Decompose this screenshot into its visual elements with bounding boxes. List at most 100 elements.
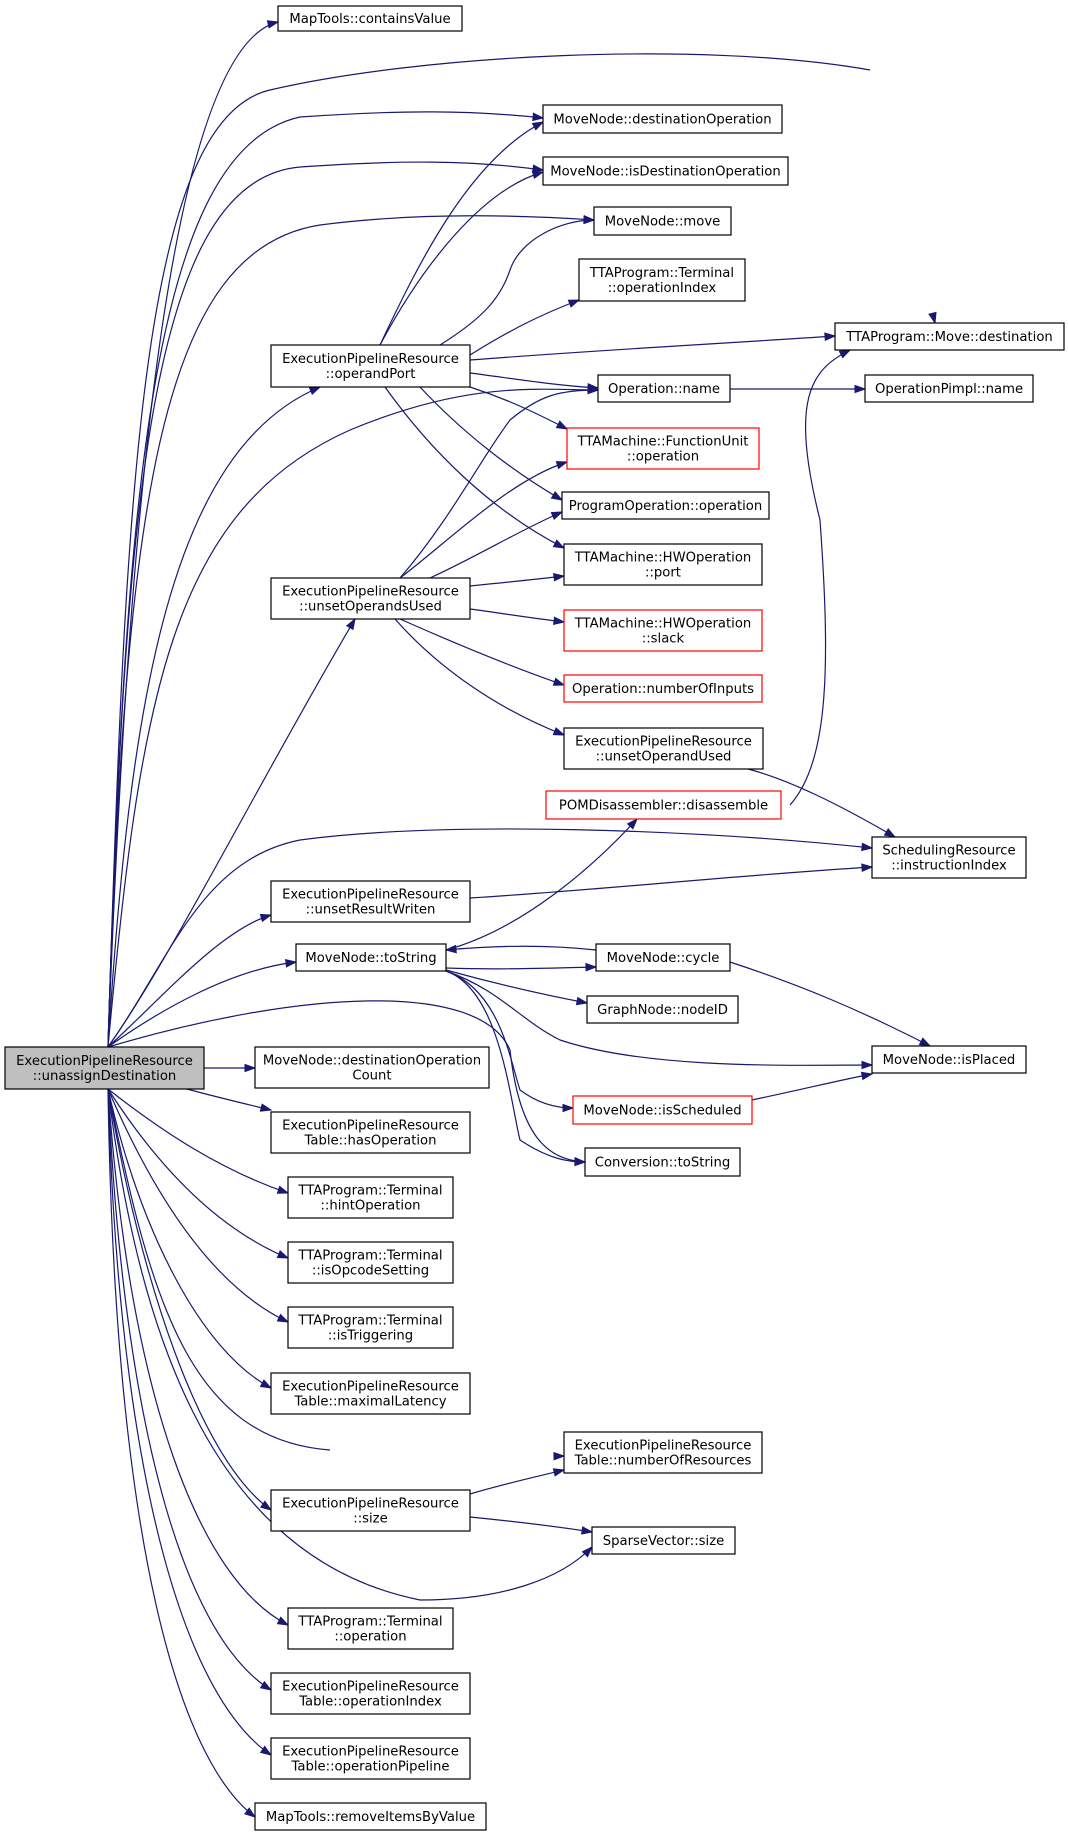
- arrowhead-icon: [550, 511, 564, 521]
- node-label: TTAMachine::HWOperation: [574, 551, 752, 566]
- node-label: MoveNode::cycle: [607, 951, 720, 966]
- node-box[interactable]: [578, 258, 746, 302]
- arrowhead-icon: [259, 913, 273, 923]
- node-is-opcode-setting[interactable]: TTAProgram::Terminal::isOpcodeSetting: [287, 1241, 454, 1284]
- node-is-dest-op[interactable]: MoveNode::isDestinationOperation: [542, 156, 789, 186]
- node-hint-operation[interactable]: TTAProgram::Terminal::hintOperation: [287, 1176, 454, 1219]
- node-pom-disassemble[interactable]: POMDisassembler::disassemble: [545, 790, 782, 820]
- node-unset-result-writen[interactable]: ExecutionPipelineResource::unsetResultWr…: [270, 880, 471, 923]
- node-box[interactable]: [270, 1672, 471, 1715]
- node-box[interactable]: [277, 5, 463, 32]
- node-mn-tostring[interactable]: MoveNode::toString: [295, 943, 447, 972]
- node-box[interactable]: [595, 943, 731, 972]
- node-table-op-pipeline[interactable]: ExecutionPipelineResourceTable::operatio…: [270, 1737, 471, 1780]
- node-move[interactable]: MoveNode::move: [593, 206, 732, 236]
- node-box[interactable]: [287, 1176, 454, 1219]
- node-prog-operation[interactable]: ProgramOperation::operation: [561, 491, 770, 520]
- edge-epr_size-to-number_of_resources: [469, 1468, 566, 1495]
- node-mn-cycle[interactable]: MoveNode::cycle: [595, 943, 731, 972]
- node-box[interactable]: [572, 1095, 753, 1125]
- edge-line: [445, 970, 873, 1066]
- node-box[interactable]: [254, 1046, 490, 1089]
- node-number-of-resources[interactable]: ExecutionPipelineResourceTable::numberOf…: [563, 1431, 763, 1474]
- node-table-op-index[interactable]: ExecutionPipelineResourceTable::operatio…: [270, 1672, 471, 1715]
- node-conv-tostring[interactable]: Conversion::toString: [584, 1147, 741, 1177]
- node-label: ExecutionPipelineResource: [282, 585, 459, 600]
- node-has-operation[interactable]: ExecutionPipelineResourceTable::hasOpera…: [270, 1111, 471, 1154]
- node-hw-slack[interactable]: TTAMachine::HWOperation::slack: [563, 609, 763, 652]
- node-box[interactable]: [864, 374, 1034, 403]
- node-num-inputs[interactable]: Operation::numberOfInputs: [563, 674, 763, 703]
- node-instr-index[interactable]: SchedulingResource::instructionIndex: [871, 836, 1027, 879]
- node-box[interactable]: [542, 156, 789, 186]
- node-box[interactable]: [593, 206, 732, 236]
- node-epr-size[interactable]: ExecutionPipelineResource::size: [270, 1489, 471, 1532]
- node-box[interactable]: [270, 1111, 471, 1154]
- node-box[interactable]: [584, 1147, 741, 1177]
- node-dest-op[interactable]: MoveNode::destinationOperation: [542, 104, 783, 134]
- node-is-scheduled[interactable]: MoveNode::isScheduled: [572, 1095, 753, 1125]
- node-box[interactable]: [563, 1431, 763, 1474]
- node-unset-operand-used[interactable]: ExecutionPipelineResource::unsetOperandU…: [563, 727, 764, 770]
- node-pimpl-name[interactable]: OperationPimpl::name: [864, 374, 1034, 403]
- edge-epr_size-to-sparse_size: [469, 1516, 594, 1535]
- node-box[interactable]: [270, 880, 471, 923]
- node-box[interactable]: [591, 1526, 736, 1555]
- node-box[interactable]: [563, 609, 763, 652]
- node-label: SchedulingResource: [882, 844, 1015, 859]
- node-root[interactable]: ExecutionPipelineResource::unassignDesti…: [4, 1046, 205, 1090]
- node-box[interactable]: [542, 104, 783, 134]
- node-is-triggering[interactable]: TTAProgram::Terminal::isTriggering: [287, 1306, 454, 1349]
- node-hw-port[interactable]: TTAMachine::HWOperation::port: [563, 543, 763, 586]
- node-box[interactable]: [561, 491, 770, 520]
- node-box[interactable]: [4, 1046, 205, 1090]
- node-box[interactable]: [270, 1737, 471, 1780]
- node-term-operation[interactable]: TTAProgram::Terminal::operation: [287, 1607, 454, 1650]
- node-box[interactable]: [287, 1306, 454, 1349]
- node-term-op-index[interactable]: TTAProgram::Terminal::operationIndex: [578, 258, 746, 302]
- node-box[interactable]: [287, 1241, 454, 1284]
- node-move-dest[interactable]: TTAProgram::Move::destination: [834, 322, 1065, 351]
- node-box[interactable]: [563, 543, 763, 586]
- node-box[interactable]: [295, 943, 447, 972]
- node-box[interactable]: [545, 790, 782, 820]
- node-box[interactable]: [834, 322, 1065, 351]
- node-box[interactable]: [270, 577, 471, 620]
- node-box[interactable]: [563, 727, 764, 770]
- edge-line: [445, 966, 597, 970]
- edge-line: [469, 335, 836, 361]
- edge-unset_operands_used-to-hw_slack: [469, 608, 566, 626]
- node-box[interactable]: [871, 1045, 1027, 1074]
- edge-root-to-hint_operation: [107, 1088, 290, 1194]
- edge-mn_tostring-to-node_id: [445, 969, 589, 1006]
- node-box[interactable]: [586, 995, 739, 1024]
- node-remove-items[interactable]: MapTools::removeItemsByValue: [254, 1802, 487, 1831]
- node-box[interactable]: [270, 1489, 471, 1532]
- edge-line: [186, 1088, 272, 1111]
- node-box[interactable]: [597, 374, 731, 403]
- node-box[interactable]: [287, 1607, 454, 1650]
- node-op-name[interactable]: Operation::name: [597, 374, 731, 403]
- edge-mn_tostring-to-is_scheduled: [445, 970, 575, 1113]
- node-is-placed[interactable]: MoveNode::isPlaced: [871, 1045, 1027, 1074]
- node-box[interactable]: [270, 344, 471, 388]
- node-sparse-size[interactable]: SparseVector::size: [591, 1526, 736, 1555]
- node-unset-operands-used[interactable]: ExecutionPipelineResource::unsetOperands…: [270, 577, 471, 620]
- node-box[interactable]: [254, 1802, 487, 1831]
- edge-unset_operands_used-to-unset_operand_used: [394, 618, 566, 736]
- edge-root-to-instr_index: [107, 828, 874, 1048]
- arrowhead-icon: [244, 1063, 257, 1073]
- node-box[interactable]: [563, 674, 763, 703]
- node-box[interactable]: [270, 1372, 471, 1415]
- node-box[interactable]: [566, 427, 760, 470]
- node-maximal-latency[interactable]: ExecutionPipelineResourceTable::maximalL…: [270, 1372, 471, 1415]
- node-label: ::size: [353, 1512, 387, 1527]
- node-node-id[interactable]: GraphNode::nodeID: [586, 995, 739, 1024]
- node-box[interactable]: [871, 836, 1027, 879]
- node-operand-port[interactable]: ExecutionPipelineResource::operandPort: [270, 344, 471, 388]
- edge-line: [469, 608, 565, 623]
- node-contains-value[interactable]: MapTools::containsValue: [277, 5, 463, 32]
- edge-root-to-has_operation: [186, 1088, 273, 1112]
- node-fu-operation[interactable]: TTAMachine::FunctionUnit::operation: [566, 427, 760, 470]
